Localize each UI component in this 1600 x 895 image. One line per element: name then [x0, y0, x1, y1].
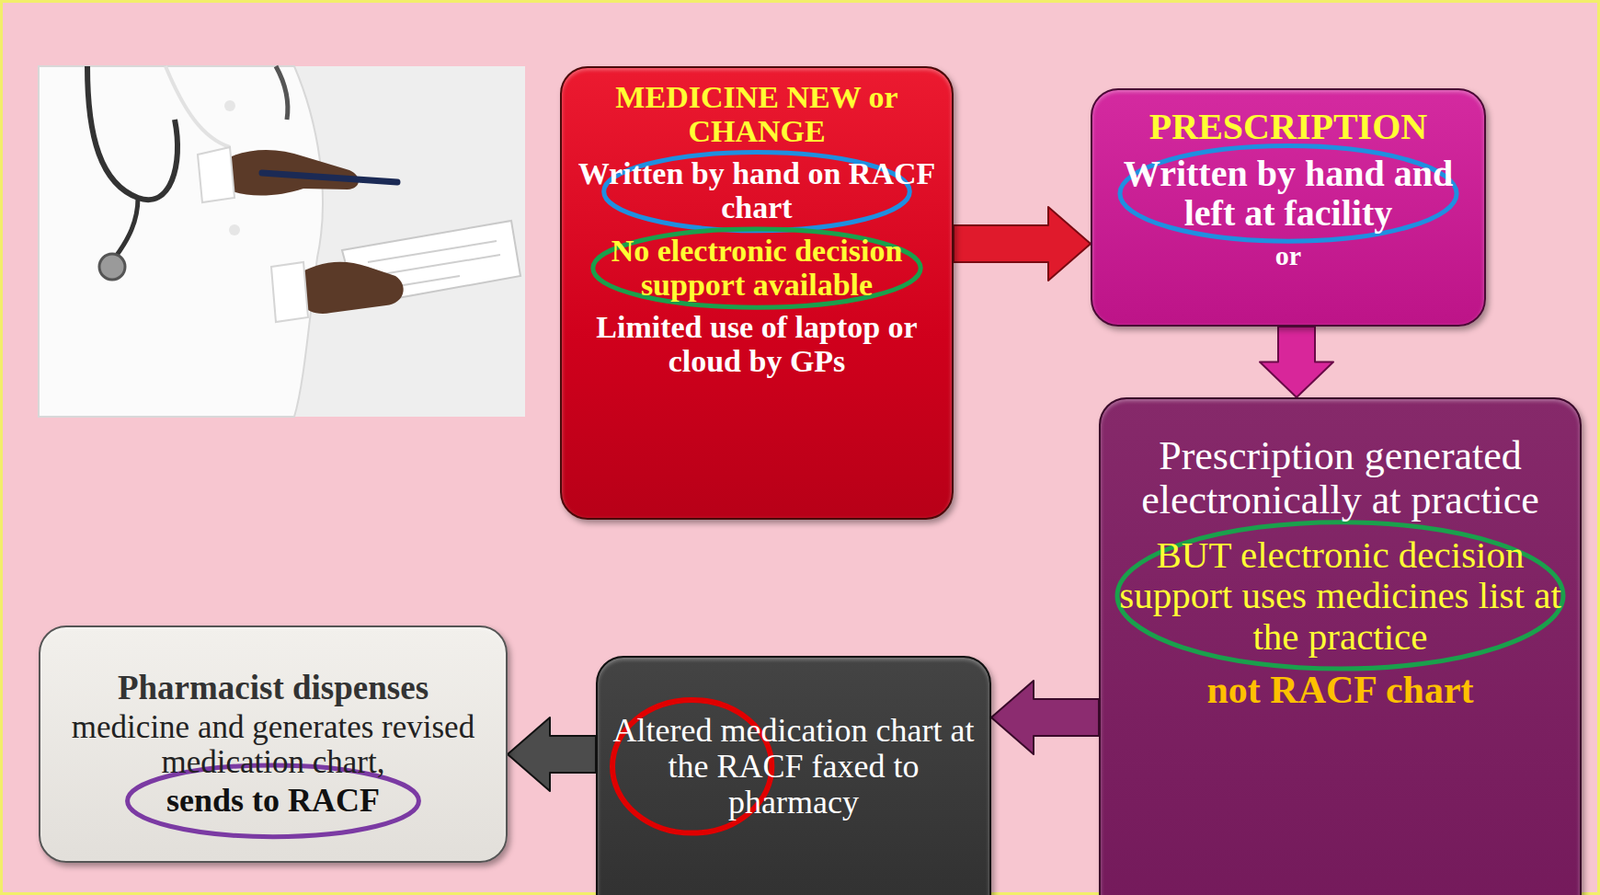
highlight-ellipse [1120, 146, 1457, 242]
process-box: Prescription generated electronically at… [1098, 397, 1582, 895]
box-text: No electronic decision support available [574, 234, 939, 302]
stethoscope-chestpiece [99, 253, 126, 280]
box-heading: Prescription generated electronically at… [1117, 434, 1564, 522]
box-heading: MEDICINE NEW or CHANGE [574, 80, 939, 149]
coat-cuff [271, 262, 309, 322]
highlight-ellipse [593, 228, 921, 308]
hand-with-pad [294, 262, 404, 314]
coat-cuff [197, 147, 235, 203]
flow-arrow [507, 717, 596, 791]
box-text: or [1105, 240, 1472, 271]
stethoscope-tube [87, 66, 178, 200]
box-text: medicine and generates revised medicatio… [58, 709, 488, 780]
flow-arrow [953, 206, 1091, 281]
process-box: PRESCRIPTION Written by hand and left at … [1090, 88, 1486, 327]
highlight-ellipse [612, 699, 772, 834]
box-text: Altered medication chart at the RACF fax… [612, 712, 975, 821]
coat-button [228, 224, 240, 236]
stethoscope-tube [275, 66, 288, 120]
white-coat [38, 66, 323, 417]
photo-ground [38, 66, 526, 417]
process-box: MEDICINE NEW or CHANGE Written by hand on… [560, 66, 954, 520]
flow-arrow [1259, 326, 1334, 398]
box-text: Limited use of laptop or cloud by GPs [574, 310, 939, 378]
box-text: Written by hand and left at facility [1105, 153, 1472, 233]
box-text: sends to RACF [58, 782, 488, 819]
highlight-ellipse [604, 152, 911, 231]
highlight-ellipse [1117, 522, 1564, 669]
box-heading: PRESCRIPTION [1105, 106, 1472, 147]
box-text: not RACF chart [1117, 669, 1564, 711]
box-heading: Pharmacist dispenses [58, 669, 488, 707]
flow-arrow [991, 680, 1099, 755]
highlight-ellipse [127, 765, 420, 837]
pen [262, 172, 398, 183]
box-text: BUT electronic decision support uses med… [1117, 534, 1564, 657]
process-box: Altered medication chart at the RACF fax… [595, 655, 992, 895]
stethoscope-tube [114, 197, 138, 258]
coat-button [224, 100, 236, 112]
box-text: Written by hand on RACF chart [574, 157, 939, 225]
process-box: Pharmacist dispensesmedicine and generat… [38, 625, 508, 863]
